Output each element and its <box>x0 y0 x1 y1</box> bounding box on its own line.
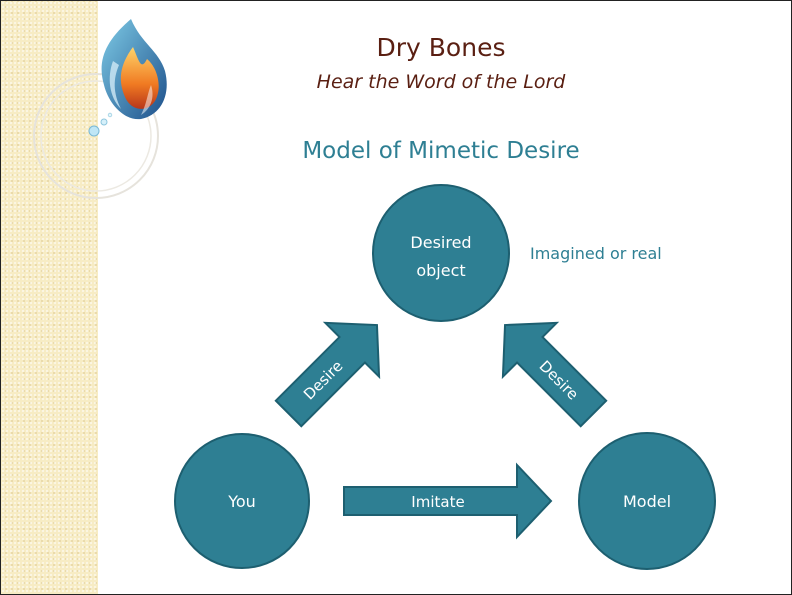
slide-subtitle: Hear the Word of the Lord <box>316 71 566 93</box>
node-desired-object: Desired object <box>372 184 510 322</box>
bubble-icon <box>88 125 100 137</box>
node-you: You <box>174 433 310 569</box>
ring-decoration-inner <box>40 80 152 192</box>
diagram-heading: Model of Mimetic Desire <box>302 138 580 164</box>
node-model-label: Model <box>623 492 671 511</box>
desire-arrow-left: Desire <box>274 321 381 428</box>
bubble-icon <box>100 118 108 126</box>
desire-arrow-right: Desire <box>501 321 608 428</box>
node-desired-object-label-1: Desired <box>410 233 471 252</box>
slide-title: Dry Bones <box>376 33 506 62</box>
node-you-label: You <box>227 492 256 511</box>
node-desired-object-label-2: object <box>416 261 465 280</box>
diagram-note: Imagined or real <box>530 244 662 263</box>
imitate-arrow-label: Imitate <box>411 493 464 511</box>
flame-logo <box>33 19 167 199</box>
flame-icon <box>101 19 167 120</box>
node-model: Model <box>578 432 716 570</box>
bubble-icon <box>107 112 113 118</box>
ring-decoration <box>33 73 159 199</box>
decorative-sidebar <box>1 1 98 594</box>
imitate-arrow: Imitate <box>343 462 553 540</box>
